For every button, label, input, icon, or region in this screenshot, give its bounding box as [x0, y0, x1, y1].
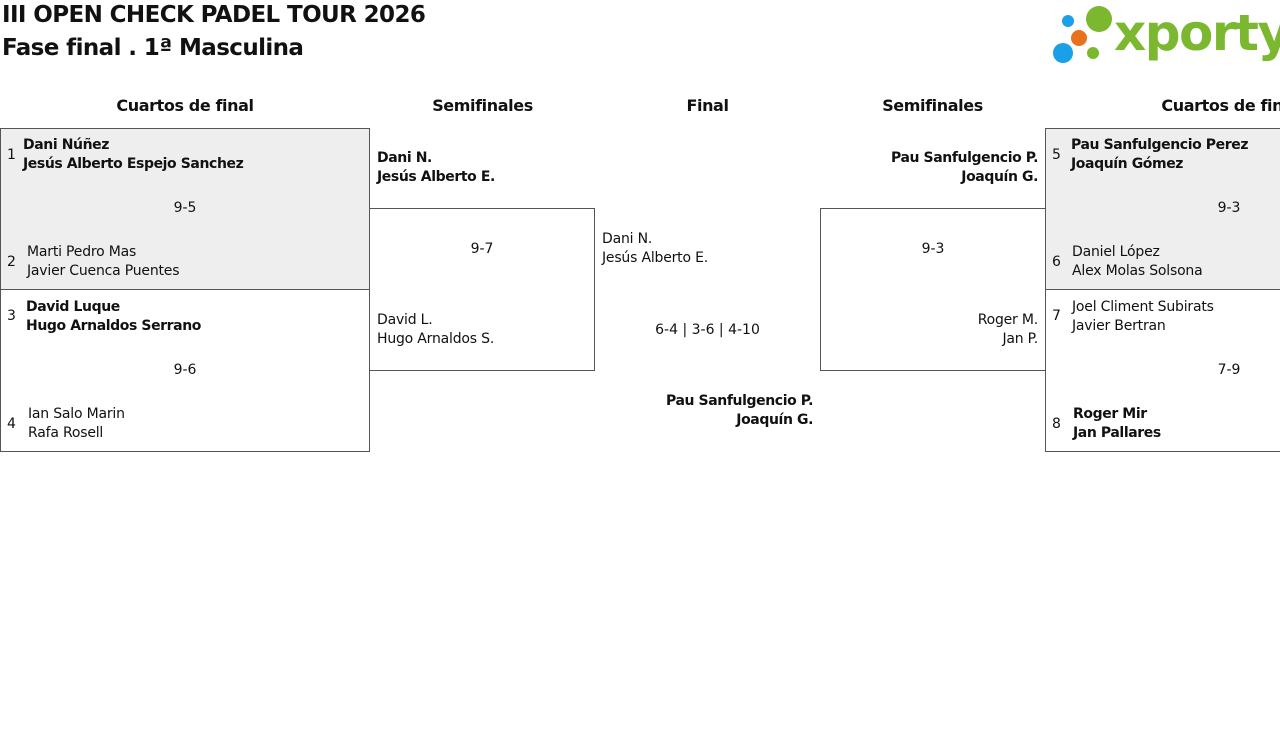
seed-number: 1 — [7, 147, 16, 163]
logo-dot-orange — [1071, 30, 1087, 46]
seed-number: 5 — [1052, 147, 1061, 163]
team-final-top[interactable]: Dani N. Jesús Alberto E. — [602, 230, 708, 268]
team-qf1-bottom[interactable]: Marti Pedro Mas Javier Cuenca Puentes — [27, 243, 180, 281]
match-score-sf1: 9-7 — [470, 241, 494, 257]
player-name: Dani N. — [377, 150, 432, 166]
match-box-qf1[interactable] — [0, 128, 370, 290]
round-header-right-semis: Semifinales — [882, 96, 983, 115]
seed-number: 7 — [1052, 308, 1061, 324]
player-name: Javier Cuenca Puentes — [27, 263, 180, 279]
match-score-qf4: 7-9 — [1217, 362, 1241, 378]
player-name: Marti Pedro Mas — [27, 244, 137, 260]
page-subtitle: Fase final . 1ª Masculina — [2, 35, 304, 61]
team-sf1-bottom[interactable]: David L. Hugo Arnaldos S. — [377, 311, 494, 349]
seed-number: 3 — [7, 308, 16, 324]
team-sf1-top[interactable]: Dani N. Jesús Alberto E. — [377, 149, 495, 187]
player-name: Roger Mir — [1073, 406, 1147, 422]
logo-dot-green-small — [1087, 47, 1099, 59]
player-name: Pau Sanfulgencio Perez — [1071, 137, 1249, 153]
seed-number: 8 — [1052, 416, 1061, 432]
logo-dot-blue-large — [1053, 43, 1073, 63]
player-name: Hugo Arnaldos S. — [377, 331, 495, 347]
logo-dot-green — [1086, 6, 1112, 32]
seed-number: 4 — [7, 416, 16, 432]
team-qf4-top[interactable]: Joel Climent Subirats Javier Bertran — [1072, 298, 1214, 336]
player-name: David Luque — [26, 299, 120, 315]
match-score-final: 6-4 | 3-6 | 4-10 — [655, 322, 760, 338]
player-name: Joaquín Gómez — [1071, 156, 1184, 172]
player-name: David L. — [377, 312, 433, 328]
round-header-left-quarters: Cuartos de final — [116, 96, 254, 115]
player-name: Joaquín G. — [961, 169, 1038, 185]
player-name: Jesús Alberto Espejo Sanchez — [23, 156, 244, 172]
team-final-bottom[interactable]: Pau Sanfulgencio P. Joaquín G. — [666, 392, 813, 430]
match-box-qf4[interactable] — [1045, 289, 1280, 452]
team-qf3-top[interactable]: Pau Sanfulgencio Perez Joaquín Gómez — [1071, 136, 1249, 174]
match-score-qf2: 9-6 — [173, 362, 197, 378]
team-qf1-top[interactable]: Dani Núñez Jesús Alberto Espejo Sanchez — [23, 136, 244, 174]
team-sf2-top[interactable]: Pau Sanfulgencio P. Joaquín G. — [891, 149, 1038, 187]
seed-number: 6 — [1052, 254, 1061, 270]
player-name: Joel Climent Subirats — [1072, 299, 1214, 315]
player-name: Roger M. — [977, 312, 1039, 328]
player-name: Jan P. — [1002, 331, 1038, 347]
player-name: Pau Sanfulgencio P. — [890, 150, 1038, 166]
xporty-logo: xporty — [1050, 3, 1280, 67]
player-name: Alex Molas Solsona — [1072, 263, 1203, 279]
match-score-qf1: 9-5 — [173, 200, 197, 216]
player-name: Dani Núñez — [23, 137, 110, 153]
player-name: Dani N. — [602, 231, 653, 247]
round-header-left-semis: Semifinales — [432, 96, 533, 115]
match-box-sf1[interactable] — [369, 208, 595, 371]
xporty-logo-dots-icon — [1053, 6, 1112, 63]
player-name: Joaquín G. — [736, 412, 813, 428]
player-name: Ian Salo Marin — [28, 406, 125, 422]
team-qf3-bottom[interactable]: Daniel López Alex Molas Solsona — [1072, 243, 1203, 281]
player-name: Jesús Alberto E. — [377, 169, 495, 185]
player-name: Javier Bertran — [1072, 318, 1166, 334]
player-name: Pau Sanfulgencio P. — [665, 393, 813, 409]
match-score-sf2: 9-3 — [921, 241, 945, 257]
match-score-qf3: 9-3 — [1217, 200, 1241, 216]
round-header-right-quarters: Cuartos de final — [1161, 96, 1280, 115]
player-name: Jan Pallares — [1073, 425, 1161, 441]
logo-wordmark: xporty — [1114, 4, 1280, 62]
match-box-qf3[interactable] — [1045, 128, 1280, 290]
logo-dot-blue-small — [1062, 15, 1074, 27]
player-name: Hugo Arnaldos Serrano — [26, 318, 202, 334]
page-title: III OPEN CHECK PADEL TOUR 2026 — [2, 2, 426, 28]
seed-number: 2 — [7, 254, 16, 270]
player-name: Rafa Rosell — [28, 425, 104, 441]
player-name: Jesús Alberto E. — [602, 250, 708, 266]
team-qf4-bottom[interactable]: Roger Mir Jan Pallares — [1073, 405, 1161, 443]
team-sf2-bottom[interactable]: Roger M. Jan P. — [977, 311, 1039, 349]
player-name: Daniel López — [1072, 244, 1160, 260]
team-qf2-top[interactable]: David Luque Hugo Arnaldos Serrano — [26, 298, 201, 336]
round-header-final: Final — [686, 96, 729, 115]
team-qf2-bottom[interactable]: Ian Salo Marin Rafa Rosell — [28, 405, 125, 443]
